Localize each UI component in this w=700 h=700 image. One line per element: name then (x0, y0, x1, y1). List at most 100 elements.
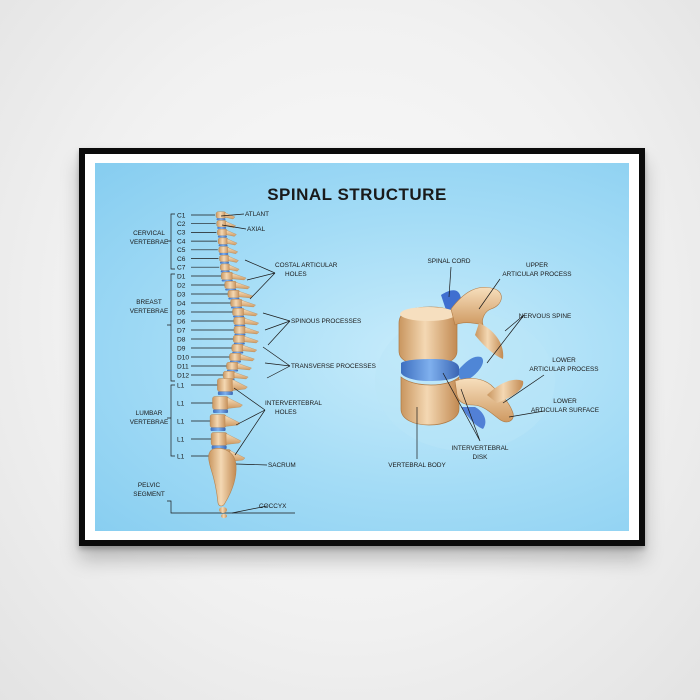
vertebra-body-6 (219, 255, 230, 262)
vertebra-body-18 (226, 362, 239, 370)
vertebra-label-11: D4 (177, 300, 186, 307)
upper-spinous-process-shape (475, 323, 504, 359)
vertebra-process-1 (224, 212, 236, 220)
vertebra-label-10: D3 (177, 291, 186, 298)
vertebra-body-13 (233, 317, 246, 325)
vertebra-body-20 (217, 378, 234, 392)
intervertebral-holes-label-2: HOLES (275, 409, 297, 416)
vertebra-process-21 (227, 397, 243, 409)
vertebra-body-17 (229, 353, 242, 361)
lower-vertebral-body (400, 376, 460, 426)
vertebra-process-3 (226, 229, 237, 237)
intervertebral-holes-label-1: INTERVERTEBRAL (265, 400, 322, 407)
costal-holes-label-2: HOLES (285, 271, 307, 278)
upper-process-label-2: ARTICULAR PROCESS (502, 271, 571, 278)
vertebra-process-10 (238, 291, 254, 299)
vertebra-label-4: C4 (177, 238, 186, 245)
vertebra-label-6: C6 (177, 256, 186, 263)
vertebra-label-9: D2 (177, 282, 186, 289)
spine-disk-6 (219, 261, 229, 264)
atlant-label: ATLANT (245, 211, 269, 218)
vertebra-process-8 (232, 273, 247, 281)
sacrum-label: SACRUM (268, 462, 296, 469)
spine-disk-1 (216, 218, 226, 221)
vertebra-label-5: C5 (177, 247, 186, 254)
spine-disk-20 (217, 391, 233, 395)
vertebra-process-18 (237, 363, 252, 371)
coccyx-label: COCCYX (259, 503, 287, 510)
spine-disk-5 (219, 253, 229, 255)
upper-process-label-1: UPPER (526, 262, 548, 269)
vertebra-body-11 (230, 299, 243, 307)
vertebra-body-3 (217, 228, 228, 236)
vertebra-body-14 (233, 326, 247, 334)
vertebra-label-18: D11 (177, 363, 189, 370)
vertebra-body-15 (233, 335, 246, 343)
poster-mat: SPINAL STRUCTURE CERVICAL VERTEBRAE BREA… (85, 154, 639, 540)
lower-cord-shape (461, 407, 486, 429)
vertebra-process-23 (225, 433, 242, 445)
poster-title: SPINAL STRUCTURE (267, 185, 447, 204)
lower-spinous-process-shape (487, 379, 524, 403)
vertebra-label-17: D10 (177, 354, 189, 361)
vertebra-process-5 (227, 247, 239, 254)
vertebra-label-22: L1 (177, 418, 185, 425)
spine-disk-3 (217, 235, 227, 238)
vertebra-process-6 (228, 256, 239, 263)
vertebra-label-2: C2 (177, 221, 186, 228)
lower-articular-process-shape (454, 378, 514, 423)
coccyx-bone-1 (219, 507, 227, 513)
vertebra-body-8 (220, 272, 234, 280)
lower-surface-label-1: LOWER (553, 398, 577, 405)
vertebra-body-7 (219, 263, 231, 271)
disk-label-1: INTERVERTEBRAL (452, 445, 509, 452)
lower-process-label-1: LOWER (552, 357, 576, 364)
vertebra-body-12 (232, 308, 245, 316)
spine-disk-2 (217, 226, 227, 229)
axial-label: AXIAL (247, 226, 266, 233)
pelvic-label-2: SEGMENT (133, 491, 165, 498)
vertebra-process-7 (229, 264, 240, 272)
vertebra-process-15 (244, 336, 259, 344)
vertebra-label-21: L1 (177, 400, 185, 407)
spine-disk-23 (211, 445, 227, 449)
vertebra-detail (375, 287, 555, 451)
spinal-cord-label: SPINAL CORD (427, 258, 470, 265)
spine-pointer-lines (220, 213, 291, 514)
nervous-spine-label: NERVOUS SPINE (519, 313, 571, 320)
detail-labels: SPINAL CORD UPPER ARTICULAR PROCESS NERV… (388, 258, 599, 469)
breast-label-2: VERTEBRAE (130, 308, 169, 315)
vertebra-label-8: D1 (177, 273, 186, 280)
vertebra-label-14: D7 (177, 327, 186, 334)
poster-frame: SPINAL STRUCTURE CERVICAL VERTEBRAE BREA… (79, 148, 645, 546)
vertebra-body-10 (227, 290, 241, 298)
vertebra-process-9 (235, 282, 250, 290)
vertebra-label-19: D12 (177, 372, 189, 379)
spine-disk-4 (218, 244, 228, 247)
cervical-label-1: CERVICAL (133, 230, 165, 237)
vertebra-label-7: C7 (177, 265, 186, 272)
sacrum-coccyx (208, 448, 237, 519)
spine-disk-7 (220, 270, 230, 273)
sacrum-bone (208, 448, 237, 507)
vertebra-body-5 (218, 246, 229, 254)
region-labels: CERVICAL VERTEBRAE BREAST VERTEBRAE LUMB… (130, 230, 169, 498)
vertebra-label-16: D9 (177, 345, 186, 352)
upper-body-top-surface (400, 307, 456, 321)
vertebra-labels: C1C2C3C4C5C6C7D1D2D3D4D5D6D7D8D9D10D11D1… (177, 212, 234, 460)
vertebra-process-16 (242, 345, 258, 353)
vertebra-body-21 (212, 396, 229, 410)
lower-process-label-2: ARTICULAR PROCESS (529, 366, 598, 373)
vertebra-process-14 (244, 327, 260, 335)
vertebra-label-12: D5 (177, 309, 186, 316)
vertebra-label-1: C1 (177, 212, 186, 219)
vertebra-label-24: L1 (177, 453, 185, 460)
spine-disk-21 (213, 409, 229, 413)
disk-label-2: DISK (473, 454, 489, 461)
intervertebral-disk-shape (401, 359, 459, 381)
vertebra-label-15: D8 (177, 336, 186, 343)
lumbar-label-1: LUMBAR (136, 410, 163, 417)
vertebra-body-4 (217, 237, 229, 245)
spine-labels: ATLANT AXIAL COSTAL ARTICULAR HOLES SPIN… (245, 211, 376, 510)
vertebral-body-label: VERTEBRAL BODY (388, 462, 446, 469)
